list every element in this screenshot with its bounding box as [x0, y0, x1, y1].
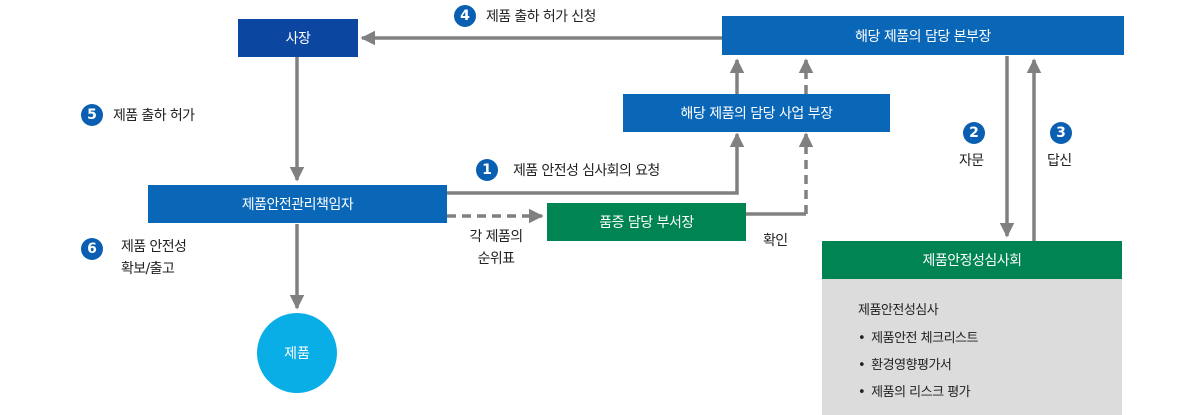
review-item: • 환경영향평가서 [858, 354, 1122, 373]
step-badge-5: 5 [81, 104, 103, 126]
node-review-board: 제품안정성심사회 [822, 241, 1122, 279]
node-product: 제품 [257, 313, 337, 393]
review-item: • 제품의 리스크 평가 [858, 381, 1122, 400]
step-label-6-line1: 제품 안전성 [121, 239, 187, 255]
review-item-label: 환경영향평가서 [871, 358, 952, 373]
bullet-icon: • [858, 358, 866, 373]
bullet-icon: • [858, 331, 866, 346]
review-item: • 제품안전 체크리스트 [858, 327, 1122, 346]
node-division-head: 해당 제품의 담당 본부장 [722, 16, 1124, 55]
step-label-2: 자문 [959, 153, 984, 169]
review-panel-title: 제품안전성심사 [858, 303, 939, 318]
step-badge-2: 2 [963, 122, 985, 144]
bullet-icon: • [858, 385, 866, 400]
step-label-1: 제품 안전성 심사회의 요청 [513, 163, 660, 179]
step-badge-6: 6 [81, 238, 103, 260]
edge-label-ranking-line1: 각 제품의 [469, 229, 524, 245]
review-item-label: 제품의 리스크 평가 [871, 385, 971, 400]
node-business-head: 해당 제품의 담당 사업 부장 [623, 94, 890, 132]
review-panel-list: • 제품안전 체크리스트 • 환경영향평가서 • 제품의 리스크 평가 [858, 327, 1122, 400]
step-label-5: 제품 출하 허가 [113, 108, 195, 124]
step-badge-4: 4 [454, 5, 476, 27]
edge-label-ranking: 각 제품의 순위표 [456, 226, 536, 270]
edge-label-confirm: 확인 [763, 233, 788, 249]
edge-label-ranking-line2: 순위표 [477, 251, 515, 267]
node-safety-officer: 제품안전관리책임자 [148, 185, 447, 223]
step-label-6: 제품 안전성 확보/출고 [121, 236, 187, 280]
step-label-3: 답신 [1047, 153, 1072, 169]
step-badge-1: 1 [476, 159, 498, 181]
review-panel: 제품안전성심사 • 제품안전 체크리스트 • 환경영향평가서 • 제품의 리스크 평가 [822, 279, 1122, 415]
arrow-officer-to-business-head [447, 132, 745, 195]
review-item-label: 제품안전 체크리스트 [871, 331, 978, 346]
step-label-6-line2: 확보/출고 [121, 261, 175, 277]
step-label-4: 제품 출하 허가 신청 [486, 9, 596, 25]
node-qa-head: 품증 담당 부서장 [547, 203, 746, 241]
node-ceo: 사장 [238, 19, 358, 57]
step-badge-3: 3 [1050, 122, 1072, 144]
